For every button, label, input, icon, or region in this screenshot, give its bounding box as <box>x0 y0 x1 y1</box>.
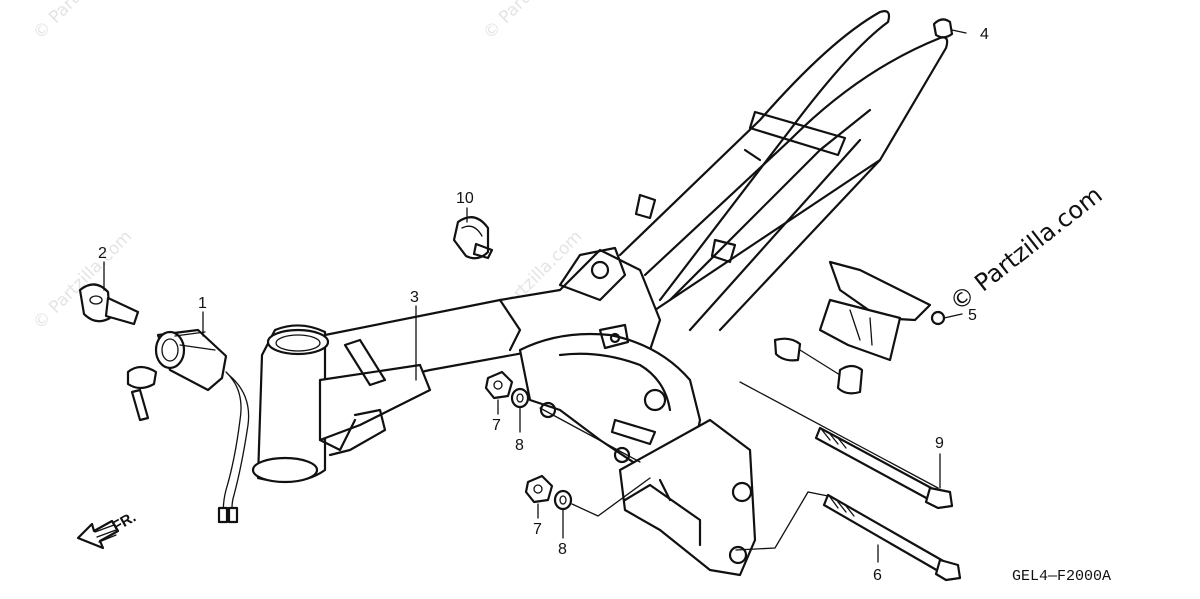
step-bracket <box>773 260 946 395</box>
callout-5: 5 <box>968 307 977 324</box>
callout-1: 1 <box>198 295 207 312</box>
band-clip <box>452 216 494 260</box>
end-cap <box>932 18 954 39</box>
callout-labels: 1 2 3 4 5 6 7 8 7 8 9 10 <box>98 26 989 584</box>
callout-10: 10 <box>456 190 474 207</box>
callout-3: 3 <box>410 289 419 306</box>
bolts <box>814 426 962 582</box>
callout-9: 9 <box>935 435 944 452</box>
callout-8b: 8 <box>558 541 567 558</box>
callout-7a: 7 <box>492 417 501 434</box>
callout-7b: 7 <box>533 521 542 538</box>
nuts-washers <box>484 370 573 511</box>
watermark-faint: © Partzilla.com <box>29 0 136 44</box>
front-direction-indicator: FR. <box>76 509 139 550</box>
callout-4: 4 <box>980 26 989 43</box>
frame-body <box>251 10 949 577</box>
callout-6: 6 <box>873 567 882 584</box>
callout-8a: 8 <box>515 437 524 454</box>
diagram-code: GEL4—F2000A <box>1012 568 1111 585</box>
leader-lines <box>103 29 967 563</box>
watermark-faint: © Partzilla.com <box>479 0 586 44</box>
ignition-switch <box>126 328 250 524</box>
watermark-group: © Partzilla.com © Partzilla.com © Partzi… <box>29 0 586 334</box>
callout-2: 2 <box>98 245 107 262</box>
watermark-main: © Partzilla.com <box>944 181 1107 317</box>
key <box>78 283 140 326</box>
